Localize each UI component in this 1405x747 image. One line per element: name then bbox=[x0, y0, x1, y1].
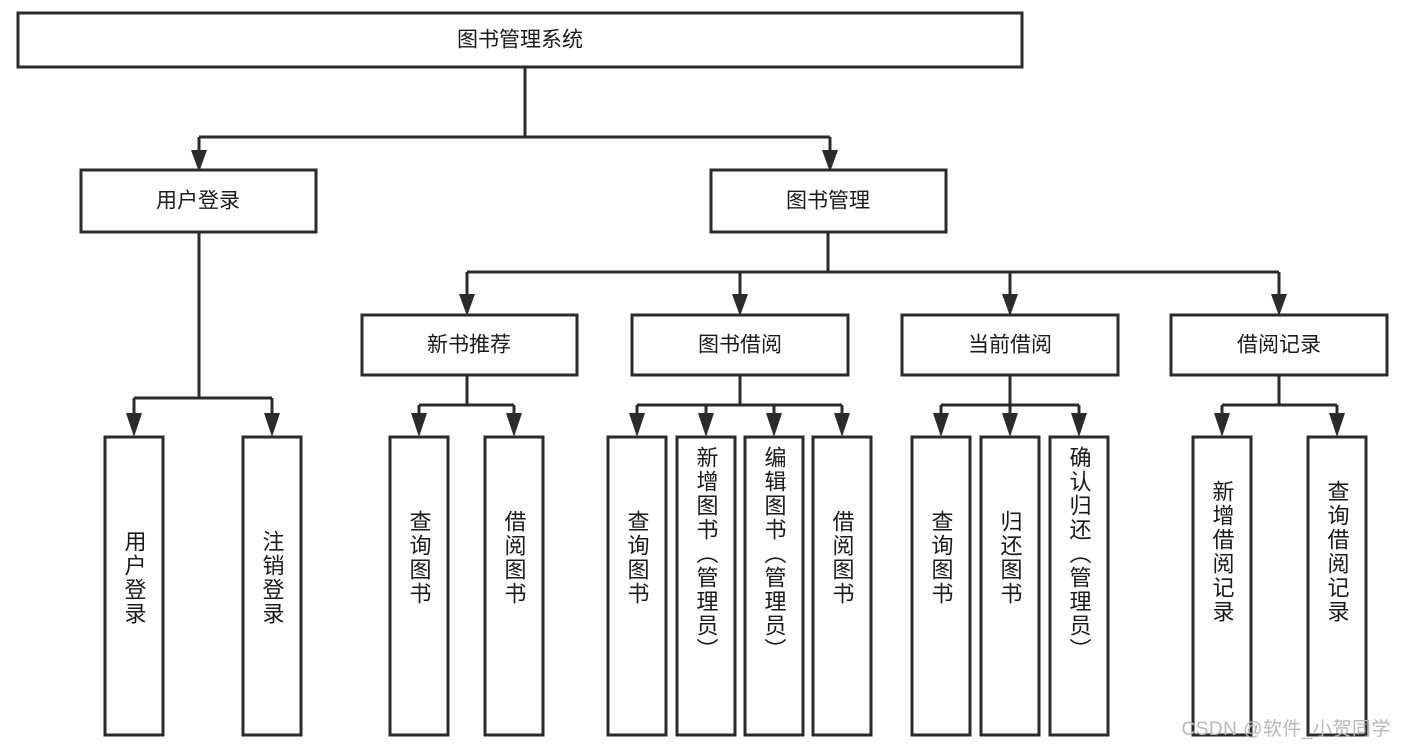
node-leaf-borrow-book-2-box[interactable] bbox=[811, 435, 873, 737]
connector-group-current-borrow bbox=[933, 375, 1087, 437]
node-leaf-return-book-box[interactable] bbox=[979, 435, 1041, 737]
node-leaf-user-logout-box[interactable] bbox=[241, 435, 303, 737]
node-book-borrow-label: 图书借阅 bbox=[698, 334, 782, 357]
node-leaf-query-record-box[interactable] bbox=[1306, 435, 1368, 737]
node-leaf-add-book-box[interactable] bbox=[675, 435, 737, 737]
node-leaf-borrow-book-1-box[interactable] bbox=[483, 435, 545, 737]
node-borrow-record-box bbox=[1169, 313, 1389, 377]
node-book-manage[interactable]: 图书管理 bbox=[709, 168, 948, 234]
node-new-book-rec[interactable]: 新书推荐 bbox=[360, 313, 579, 377]
node-user-login-box bbox=[79, 168, 318, 234]
node-borrow-record[interactable]: 借阅记录 bbox=[1169, 313, 1389, 377]
node-leaf-edit-book-box[interactable] bbox=[743, 435, 805, 737]
node-current-borrow-box bbox=[900, 313, 1120, 377]
csdn-watermark: CSDN @软件_小贺同学 bbox=[1181, 719, 1391, 740]
node-current-borrow-label: 当前借阅 bbox=[968, 334, 1052, 357]
connector-group-user-login bbox=[126, 232, 280, 437]
node-root-box bbox=[16, 11, 1024, 69]
node-leaf-user-login-box[interactable] bbox=[103, 435, 165, 737]
node-book-borrow[interactable]: 图书借阅 bbox=[630, 313, 850, 377]
node-book-borrow-box bbox=[630, 313, 850, 377]
connector-group-book-manage bbox=[459, 232, 1287, 316]
node-root-label: 图书管理系统 bbox=[457, 29, 583, 52]
node-user-login[interactable]: 用户登录 bbox=[79, 168, 318, 234]
node-borrow-record-label: 借阅记录 bbox=[1237, 334, 1321, 357]
connector-group-borrow-record bbox=[1214, 375, 1345, 437]
node-leaf-query-book-2-box[interactable] bbox=[606, 435, 668, 737]
connector-group-root bbox=[191, 67, 838, 172]
connector-group-book-borrow bbox=[629, 375, 850, 437]
node-leaf-query-book-3-box[interactable] bbox=[910, 435, 972, 737]
connector-group-new-book-rec bbox=[411, 375, 522, 437]
node-user-login-label: 用户登录 bbox=[156, 190, 240, 213]
node-root[interactable]: 图书管理系统 bbox=[16, 11, 1024, 69]
node-book-manage-box bbox=[709, 168, 948, 234]
node-new-book-rec-box bbox=[360, 313, 579, 377]
node-book-manage-label: 图书管理 bbox=[786, 190, 870, 213]
node-leaf-query-book-1-box[interactable] bbox=[388, 435, 450, 737]
node-leaf-add-record-box[interactable] bbox=[1191, 435, 1253, 737]
node-current-borrow[interactable]: 当前借阅 bbox=[900, 313, 1120, 377]
node-leaf-confirm-return-box[interactable] bbox=[1048, 435, 1110, 737]
node-new-book-rec-label: 新书推荐 bbox=[427, 334, 511, 357]
